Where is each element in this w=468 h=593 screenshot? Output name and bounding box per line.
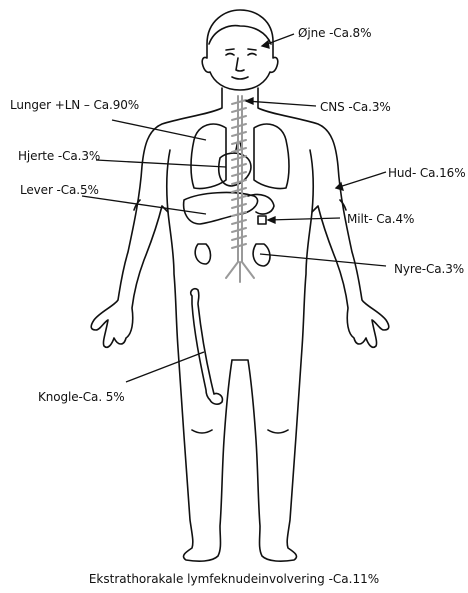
label-eyes: Øjne -Ca.8%	[298, 26, 371, 40]
label-lungs: Lunger +LN – Ca.90%	[10, 98, 139, 112]
lung-right	[254, 124, 289, 189]
femur-bone	[191, 289, 223, 404]
leader-cns	[246, 101, 316, 106]
leader-kidney	[260, 254, 386, 266]
leader-skin	[336, 172, 386, 188]
label-bone: Knogle-Ca. 5%	[38, 390, 125, 404]
label-kidney: Nyre-Ca.3%	[394, 262, 464, 276]
leader-spleen	[268, 218, 340, 220]
leader-lungs	[112, 120, 206, 140]
body-outline-left	[91, 88, 232, 561]
figure-caption: Ekstrathorakale lymfeknudeinvolvering -C…	[0, 572, 468, 586]
body-outline-right	[232, 88, 389, 561]
label-skin: Hud- Ca.16%	[388, 166, 466, 180]
label-spleen: Milt- Ca.4%	[347, 212, 414, 226]
spinal-cord	[226, 96, 254, 282]
head-outline	[202, 10, 278, 90]
kidney-left	[195, 244, 210, 264]
label-cns: CNS -Ca.3%	[320, 100, 391, 114]
spleen	[258, 216, 266, 224]
leader-bone	[126, 352, 204, 382]
label-liver: Lever -Ca.5%	[20, 183, 99, 197]
label-heart: Hjerte -Ca.3%	[18, 149, 100, 163]
leader-heart	[96, 160, 226, 167]
